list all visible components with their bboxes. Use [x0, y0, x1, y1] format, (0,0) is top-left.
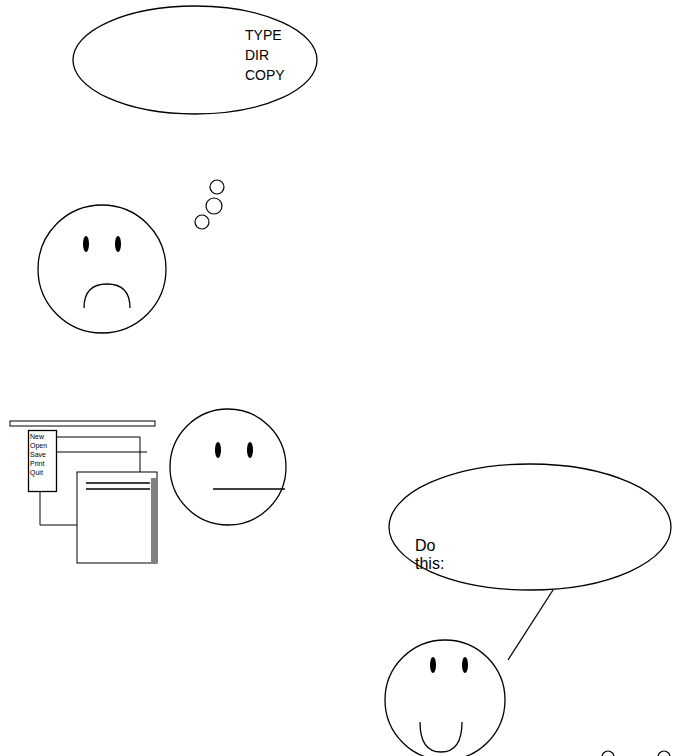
eye — [115, 236, 121, 252]
speech-bubble: Do this: — [388, 463, 672, 591]
node-text: Do this: — [415, 537, 444, 573]
eye — [83, 236, 89, 252]
fragment-circle — [602, 751, 614, 756]
node-shape — [29, 431, 57, 492]
title-bar — [86, 488, 150, 490]
smile — [420, 722, 462, 752]
node-shape — [389, 464, 671, 590]
bubble-tail — [508, 590, 553, 660]
node-text: TYPE DIR COPY — [245, 25, 285, 85]
eye — [247, 442, 253, 458]
node-text: New Open Save Print Quit — [30, 432, 47, 477]
thought-dot — [195, 215, 209, 229]
node-outline — [72, 5, 318, 115]
thought-bubble: TYPE DIR COPY — [72, 5, 318, 115]
happy-face — [385, 640, 505, 756]
eye — [462, 657, 468, 673]
thought-dot — [210, 180, 224, 194]
node-shape — [73, 6, 317, 114]
window-line — [40, 492, 77, 525]
neutral-face — [170, 409, 286, 525]
window-shadow — [151, 478, 157, 563]
eye — [215, 442, 221, 458]
frown — [84, 284, 130, 308]
eye — [430, 657, 436, 673]
title-bar — [86, 482, 150, 484]
sad-face — [38, 205, 166, 333]
thought-dot — [206, 198, 222, 214]
window-line — [57, 452, 147, 453]
fragment-circle — [658, 751, 670, 756]
window — [77, 472, 157, 563]
menu-box: New Open Save Print Quit — [28, 430, 57, 492]
menu-bar — [10, 421, 155, 426]
window-line — [57, 437, 140, 472]
mouth — [213, 488, 285, 489]
